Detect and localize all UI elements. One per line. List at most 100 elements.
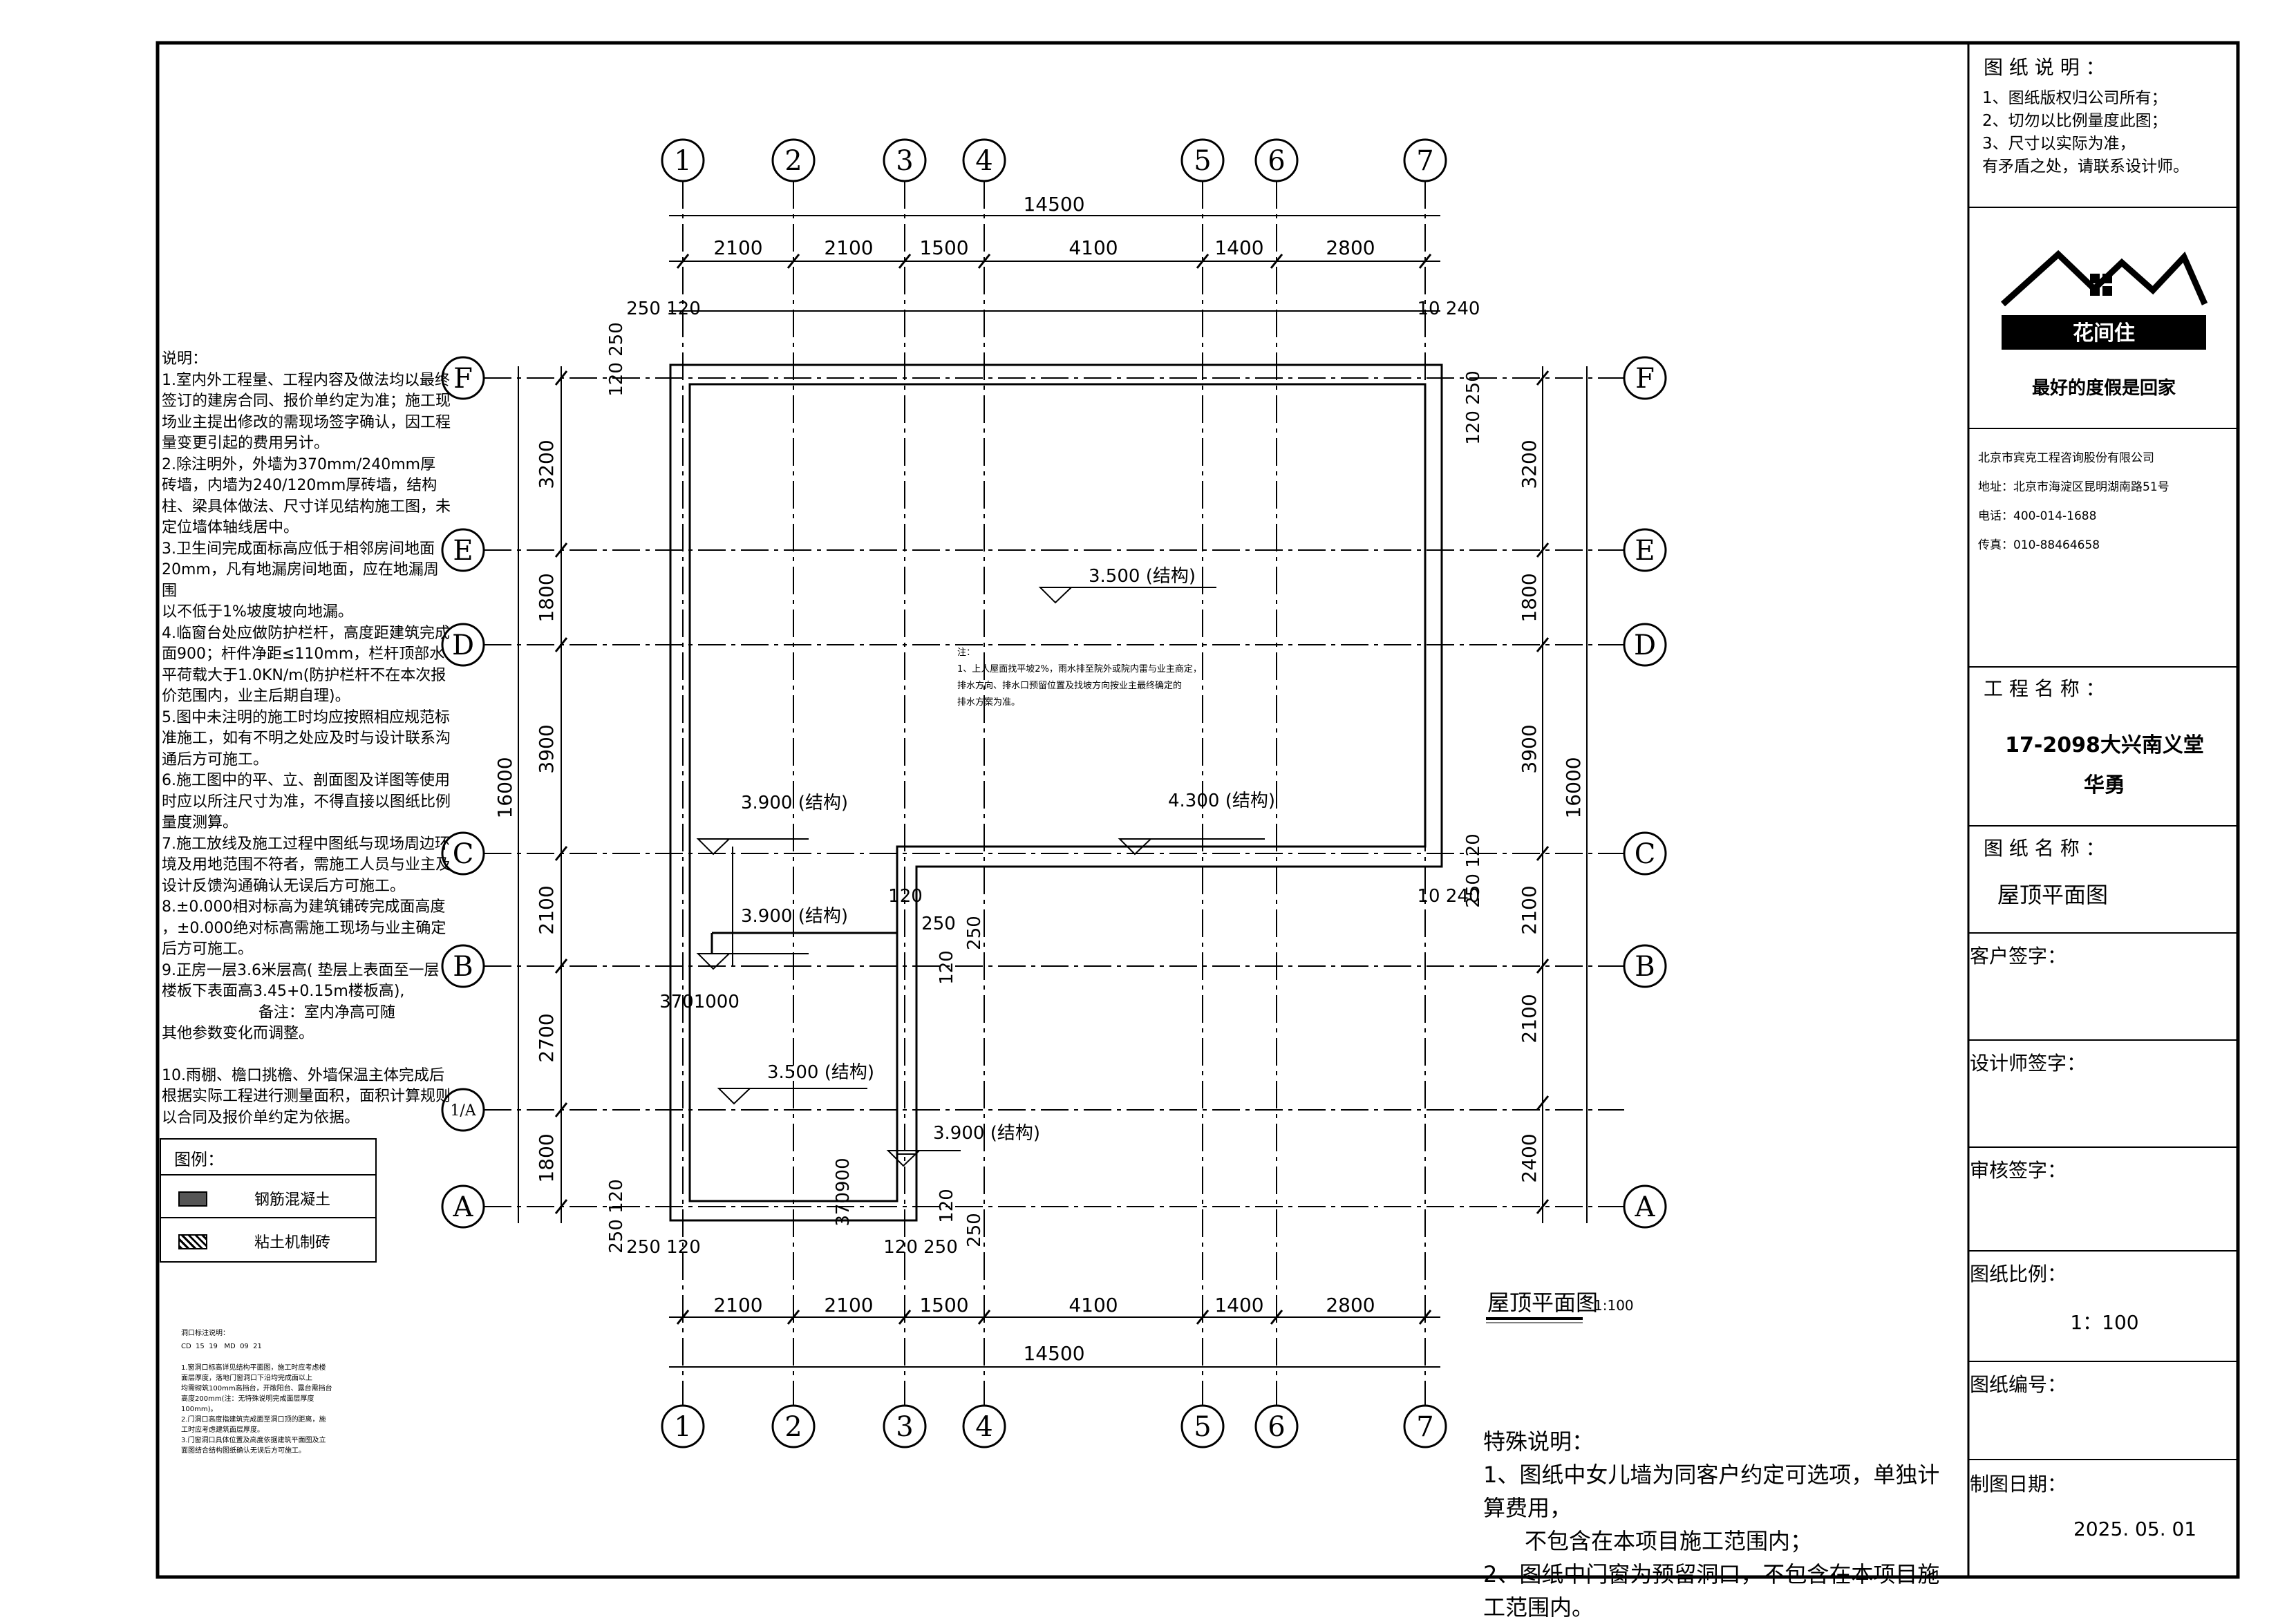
dim-left-2: 1800 — [535, 573, 558, 622]
dim-top-4: 4100 — [1069, 236, 1118, 259]
axis-label-x4-bottom: 4 — [975, 1411, 992, 1443]
general-notes: 说明： 1.室内外工程量、工程内容及做法均以最终 签订的建房合同、报价单约定为准… — [162, 349, 452, 1129]
dim-bottom-total: 14500 — [1023, 1342, 1084, 1365]
elevation-roof-main: 3.500 (结构) — [1089, 566, 1196, 587]
special-line-1b: 不包含在本项目施工范围内； — [1525, 1528, 1813, 1554]
axis-labels: 1 2 3 4 5 6 7 1 2 3 4 5 6 7 F E D C B 1/… — [450, 145, 1656, 1443]
dim-top-left-small: 250 120 — [626, 299, 701, 319]
dim-bottom-2: 2100 — [824, 1294, 873, 1316]
scale-block: 图纸比例： 1：100 — [1970, 1259, 2239, 1335]
legend-row-brick: 粘土机制砖 — [164, 1220, 376, 1261]
opening-line: 2.门洞口高度指建筑完成面至洞口顶的距离，施 — [181, 1416, 326, 1424]
axis-label-x1-top: 1 — [674, 145, 691, 177]
date-block: 制图日期： 2025. 05. 01 — [1970, 1469, 2239, 1540]
dim-f-left-small: 120 250 — [606, 322, 627, 397]
scale-value: 1：100 — [2070, 1311, 2139, 1334]
note-line: 8.±0.000相对标高为建筑铺砖完成面高度 — [162, 898, 446, 916]
dim-right-3: 3900 — [1518, 724, 1541, 773]
plan-title: 屋顶平面图 — [1487, 1290, 1598, 1316]
dim-left-4: 2100 — [535, 885, 558, 934]
dim-left-3: 3900 — [535, 724, 558, 773]
axis-label-e-right: E — [1635, 535, 1655, 567]
dim-f-right-small: 120 250 — [1463, 370, 1484, 445]
opening-title: 洞口标注说明： — [181, 1330, 229, 1337]
opening-line: 3.门窗洞口具体位置及高度依据建筑平面图及立 — [181, 1437, 326, 1444]
opening-line: 1.窗洞口标高详见结构平面图，施工时应考虑楼 — [181, 1364, 326, 1372]
dim-bottom-5: 1400 — [1214, 1294, 1263, 1316]
special-line-2: 2、图纸中门窗为预留洞口，不包含在本项目施工范围内。 — [1483, 1561, 1940, 1621]
axis-label-f-left: F — [453, 363, 473, 395]
elevation-markers — [696, 587, 1265, 1167]
dimension-lines — [518, 215, 1588, 1368]
special-heading: 特殊说明： — [1483, 1428, 1594, 1455]
roof-outline — [669, 363, 1443, 1222]
dim-left-6: 1800 — [535, 1133, 558, 1182]
axis-label-x1-bottom: 1 — [674, 1411, 691, 1443]
dim-c-right-offset: 250 120 — [1463, 833, 1484, 908]
dim-b-side-small: 250 — [921, 914, 956, 934]
notes-heading: 图 纸 说 明 ： — [1984, 56, 2105, 79]
note-line: 以合同及报价单约定为依据。 — [162, 1108, 360, 1126]
plan — [441, 138, 2208, 1448]
logo-name: 花间住 — [2073, 321, 2135, 346]
axis-label-d-left: D — [452, 630, 474, 661]
dim-top-3: 1500 — [919, 236, 968, 259]
opening-line: 100mm)。 — [181, 1406, 218, 1413]
note-line: 砖墙，内墙为240/120mm厚砖墙，结构 — [162, 477, 437, 494]
axis-label-b-left: B — [453, 951, 473, 983]
dim-b-right: 250 — [964, 916, 985, 950]
company-address: 地址：北京市海淀区昆明湖南路51号 — [1978, 480, 2170, 494]
plan-scale: 1:100 — [1594, 1297, 1634, 1314]
roof-note-line-2: 1、上人屋面找平坡2%，雨水排至院外或院内雷与业主商定， — [957, 663, 1202, 674]
vertical-dimension-texts: 3200 1800 3900 2100 2700 1800 16000 3200… — [493, 322, 1585, 1254]
opening-code: CD 15 19 MD 09 21 — [181, 1343, 262, 1350]
dimension-texts: 14500 2100 2100 1500 4100 1400 2800 2100… — [626, 193, 1480, 1365]
note-line — [162, 1045, 452, 1066]
axis-label-f-right: F — [1635, 363, 1655, 395]
opening-line: 面图结合结构图纸确认无误后方可施工。 — [181, 1447, 305, 1455]
note-line: 9.正房一层3.6米层高( 垫层上表面至一层 — [162, 961, 440, 979]
client-sign: 客户签字： — [1970, 945, 2067, 967]
axis-label-1a-left: 1/A — [450, 1102, 476, 1120]
logo-slogan: 最好的度假是回家 — [2032, 377, 2176, 399]
dim-a-mid: 370900 — [833, 1158, 854, 1226]
dim-left-5: 2700 — [535, 1013, 558, 1062]
dim-bottom-1: 2100 — [713, 1294, 762, 1316]
elevation-texts: 3.500 (结构) 3.900 (结构) 4.300 (结构) 3.900 (… — [741, 566, 1275, 1144]
legend-label: 粘土机制砖 — [254, 1234, 331, 1252]
dim-right-6: 2400 — [1518, 1133, 1541, 1182]
dim-right-total: 16000 — [1562, 757, 1585, 818]
note-line: 10.雨棚、檐口挑檐、外墙保温主体完成后 — [162, 1066, 444, 1084]
dim-a-right-v1: 120 — [937, 1189, 957, 1223]
drawing-label: 图 纸 名 称 ： — [1984, 837, 2105, 860]
note-line: ，±0.000绝对标高需施工现场与业主确定 — [162, 919, 446, 937]
opening-line: 均需砌筑100mm高挡台，开敞阳台、露台需挡台 — [181, 1385, 332, 1392]
note-line: 以不低于1%坡度坡向地漏。 — [162, 603, 353, 621]
axis-label-c-right: C — [1635, 838, 1656, 870]
review-sign: 审核签字： — [1970, 1159, 2067, 1182]
note-line: 2.除注明外，外墙为370mm/240mm厚 — [162, 455, 436, 473]
note-line: 量度测算。 — [162, 814, 238, 831]
axis-label-x3-bottom: 3 — [896, 1411, 913, 1443]
brick-swatch-icon — [178, 1234, 207, 1249]
note-line: 面900；杆件净距≤110mm，栏杆顶部水 — [162, 645, 445, 663]
note-line: 说明： — [162, 350, 208, 368]
elevation-b: 3.900 (结构) — [741, 906, 848, 927]
note-line: 其他参数变化而调整。 — [162, 1025, 314, 1042]
roof-note-line-3: 排水方向、排水口预留位置及找坡方向按业主最终确定的 — [957, 680, 1182, 691]
axis-label-a-left: A — [453, 1191, 474, 1223]
number-label: 图纸编号： — [1970, 1373, 2067, 1396]
axis-label-a-right: A — [1635, 1191, 1656, 1223]
legend-title: 图例： — [174, 1150, 224, 1169]
note-line: 场业主提出修改的需现场签字确认，因工程 — [162, 413, 451, 431]
note-line: 后方可施工。 — [162, 941, 254, 958]
dim-left-1: 3200 — [535, 440, 558, 489]
dim-right-1: 3200 — [1518, 440, 1541, 489]
company-name: 北京市宾克工程咨询股份有限公司 — [1978, 451, 2154, 465]
dim-bottom-3: 1500 — [919, 1294, 968, 1316]
legend-row-concrete: 钢筋混凝土 — [164, 1178, 376, 1218]
logo-house-icon — [2000, 249, 2208, 307]
scale-label: 图纸比例： — [1970, 1263, 2067, 1285]
drawing-name-block: 图 纸 名 称 ： 屋顶平面图 — [1970, 833, 2239, 909]
note-line: 4.临窗台处应做防护栏杆，高度距建筑完成 — [162, 624, 450, 642]
